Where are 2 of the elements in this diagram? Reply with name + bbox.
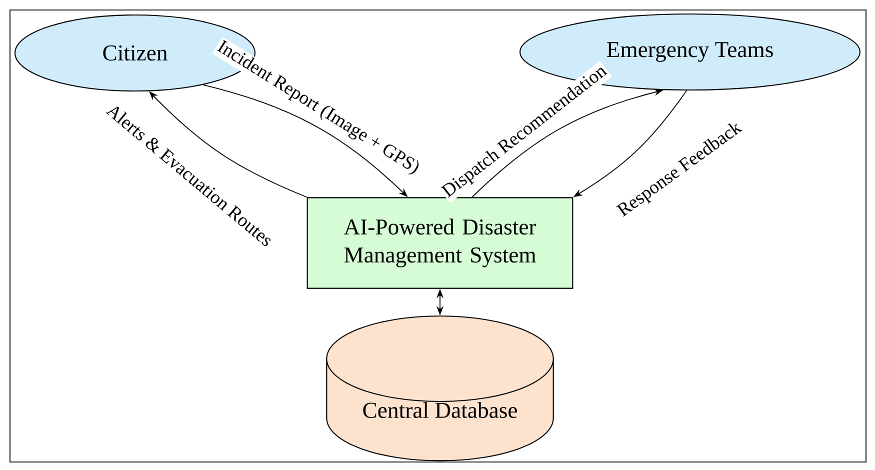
system-box: AI-Powered Disaster Management System xyxy=(306,197,574,289)
database-cylinder: Central Database xyxy=(326,315,554,462)
